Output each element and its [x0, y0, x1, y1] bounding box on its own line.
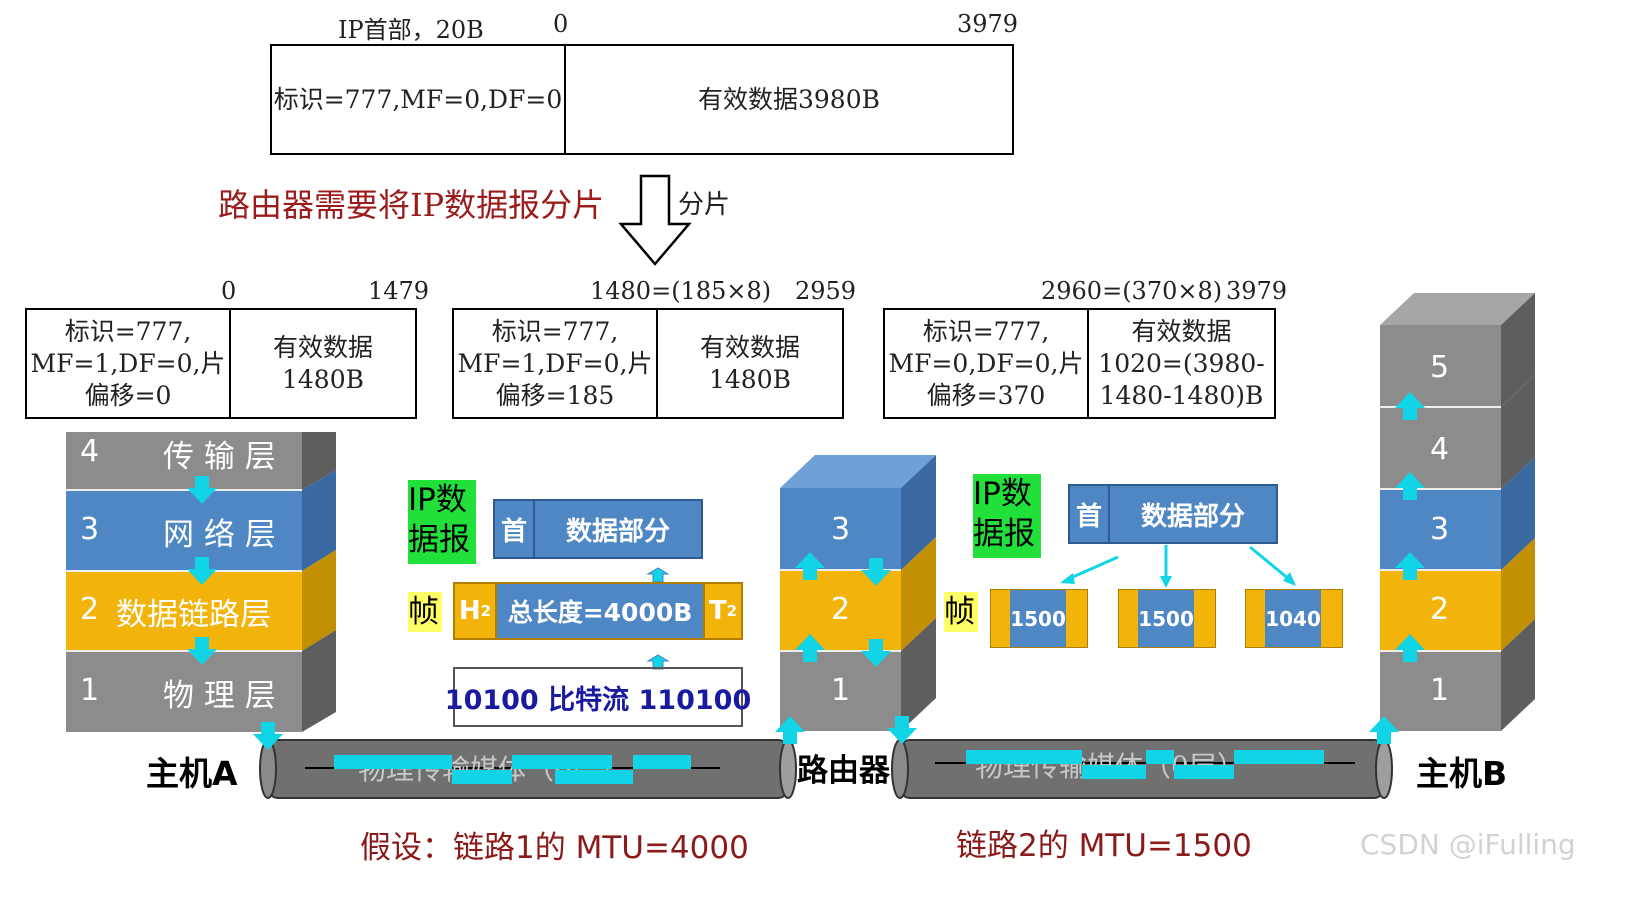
left-ip-datagram-tag: IP数 据报 — [408, 480, 476, 564]
orig-payload-cell: 有效数据3980B — [698, 84, 880, 114]
host-a-stack — [66, 432, 336, 732]
frag2-payload: 有效数据 1480B — [699, 332, 800, 394]
right-frame-2-body: 1500 — [1138, 590, 1194, 647]
host-a-layer2-num: 2 — [80, 592, 100, 627]
right-ip-datagram-tag: IP数 据报 — [973, 474, 1041, 558]
orig-offset-start: 0 — [553, 10, 569, 38]
frag3-payload: 有效数据 1020=(3980- 1480-1480)B — [1098, 316, 1265, 410]
frag1-offset-start: 0 — [221, 277, 237, 305]
fragment-3: 标识=777, MF=0,DF=0,片 偏移=370 有效数据 1020=(39… — [883, 308, 1276, 419]
router-stack — [780, 455, 936, 731]
down-arrow-icon — [618, 174, 692, 266]
right-frame-1: 1500 — [990, 589, 1088, 648]
right-ip-data: 数据部分 — [1140, 501, 1245, 532]
right-ip-packet: 首 数据部分 — [1068, 484, 1278, 544]
host-a-layer1-name: 物 理 层 — [163, 678, 276, 714]
frag1-offset-end: 1479 — [368, 277, 430, 305]
right-frame-1-body: 1500 — [1010, 590, 1066, 647]
host-a-layer3-name: 网 络 层 — [163, 517, 276, 553]
fragment-2: 标识=777, MF=1,DF=0,片 偏移=185 有效数据 1480B — [452, 308, 844, 419]
right-frame-3-header — [1246, 590, 1266, 647]
left-frame-t2-sub: 2 — [726, 602, 738, 620]
left-ip-head: 首 — [495, 501, 535, 557]
right-frame-2: 1500 — [1118, 589, 1216, 648]
router-name: 路由器 — [797, 753, 890, 789]
host-a-layer4-num: 4 — [80, 434, 100, 469]
right-frame-1-trailer — [1065, 590, 1087, 647]
frag2-offset-start: 1480=(185×8) — [590, 277, 772, 305]
host-b-name: 主机B — [1416, 754, 1508, 793]
fragment-1: 标识=777, MF=1,DF=0,片 偏移=0 有效数据 1480B — [25, 308, 417, 419]
left-ip-data: 数据部分 — [565, 516, 670, 547]
host-b-stack — [1380, 293, 1535, 731]
frag3-offset-start: 2960=(370×8) — [1041, 277, 1223, 305]
left-frame-body: 总长度=4000B — [497, 584, 703, 638]
frag3-header: 标识=777, MF=0,DF=0,片 偏移=370 — [885, 310, 1089, 417]
watermark: CSDN @iFulling — [1360, 828, 1576, 861]
orig-offset-end: 3979 — [957, 10, 1019, 38]
left-bitstream: 10100 比特流 110100 — [445, 667, 751, 727]
frag3-offset-end: 3979 — [1226, 277, 1288, 305]
original-datagram: 标识=777,MF=0,DF=0 有效数据3980B — [270, 44, 1014, 155]
host-a-layer2-name: 数据链路层 — [116, 597, 271, 633]
host-b-layer3-num: 3 — [1430, 512, 1450, 547]
fragment-arrow-label: 分片 — [678, 190, 731, 220]
router-layer3-num: 3 — [831, 512, 851, 547]
left-frame-t2-text: T — [708, 596, 727, 626]
frag1-payload: 有效数据 1480B — [272, 332, 373, 394]
right-frame-3-body: 1040 — [1265, 590, 1321, 647]
host-a-layer1-num: 1 — [80, 673, 100, 708]
router-layer2-num: 2 — [831, 592, 851, 627]
left-frame-h2-sub: 2 — [480, 602, 492, 620]
right-frame-3: 1040 — [1245, 589, 1343, 648]
frag1-header: 标识=777, MF=1,DF=0,片 偏移=0 — [27, 310, 231, 417]
right-frame-2-header — [1119, 590, 1139, 647]
host-a-layer4-name: 传 输 层 — [163, 439, 276, 475]
router-layer1-num: 1 — [831, 673, 851, 708]
host-b-layer5-num: 5 — [1430, 350, 1450, 385]
right-frame-tag: 帧 — [944, 592, 978, 632]
caption-link2: 链路2的 MTU=1500 — [956, 828, 1252, 864]
host-b-layer1-num: 1 — [1430, 673, 1450, 708]
left-frame-h2-text: H — [458, 596, 481, 626]
right-ip-head: 首 — [1070, 486, 1110, 542]
host-a-name: 主机A — [146, 754, 238, 793]
host-b-layer2-num: 2 — [1430, 592, 1450, 627]
host-a-layer3-num: 3 — [80, 512, 100, 547]
frag2-header: 标识=777, MF=1,DF=0,片 偏移=185 — [454, 310, 658, 417]
frag2-offset-end: 2959 — [795, 277, 857, 305]
router-note: 路由器需要将IP数据报分片 — [218, 186, 605, 224]
left-ip-packet: 首 数据部分 — [493, 499, 703, 559]
orig-header-label: IP首部，20B — [338, 16, 484, 44]
caption-link1: 假设：链路1的 MTU=4000 — [360, 830, 749, 866]
orig-header-cell: 标识=777,MF=0,DF=0 — [272, 46, 566, 153]
right-frame-1-header — [991, 590, 1011, 647]
right-frame-3-trailer — [1320, 590, 1342, 647]
host-b-layer4-num: 4 — [1430, 432, 1450, 467]
right-frame-2-trailer — [1193, 590, 1215, 647]
left-frame-tag: 帧 — [408, 592, 442, 632]
